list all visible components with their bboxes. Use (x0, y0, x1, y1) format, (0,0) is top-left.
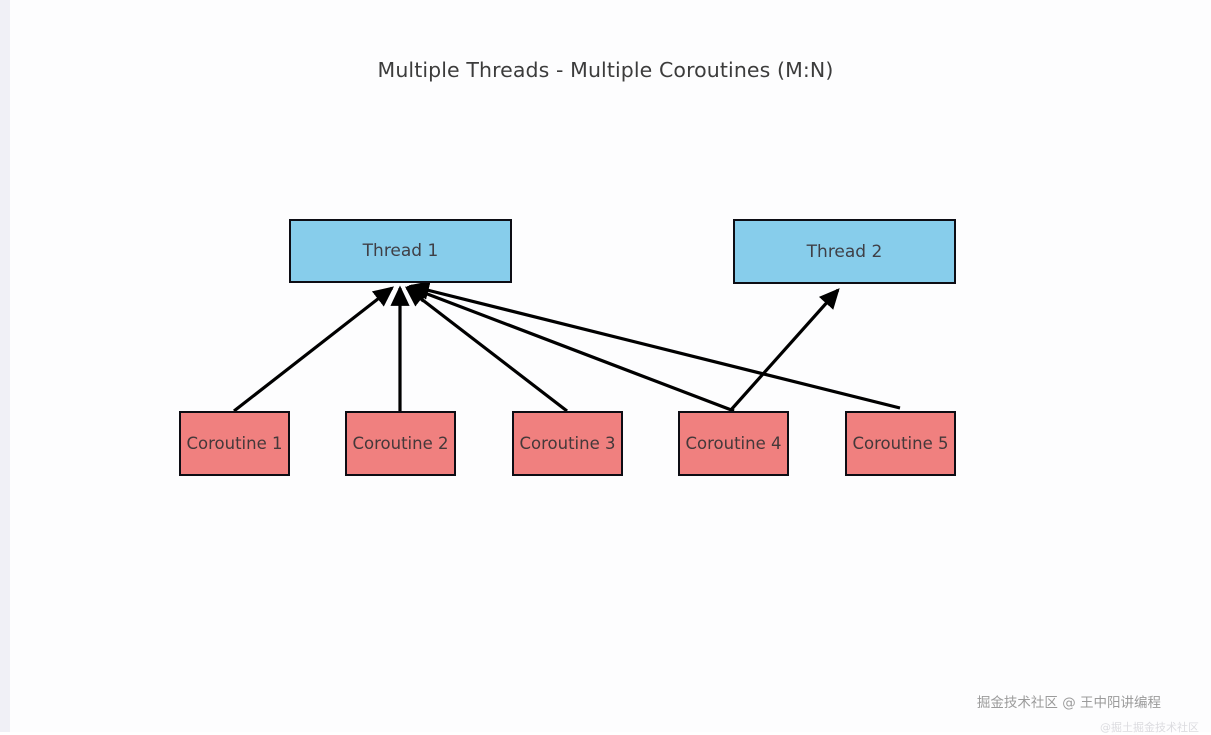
edge-coroutine-1-to-thread-1 (233, 286, 395, 413)
node-coroutine-1[interactable]: Coroutine 1 (179, 411, 290, 476)
node-coroutine-3[interactable]: Coroutine 3 (512, 411, 623, 476)
node-thread-2[interactable]: Thread 2 (733, 219, 956, 284)
node-coroutine-5-label: Coroutine 5 (852, 434, 949, 453)
node-coroutine-4-label: Coroutine 4 (685, 434, 782, 453)
node-coroutine-5[interactable]: Coroutine 5 (845, 411, 956, 476)
watermark-primary: 掘金技术社区 @ 王中阳讲编程 (976, 695, 1161, 711)
node-coroutine-2[interactable]: Coroutine 2 (345, 411, 456, 476)
node-coroutine-4[interactable]: Coroutine 4 (678, 411, 789, 476)
node-coroutine-3-label: Coroutine 3 (519, 434, 616, 453)
edge-coroutine-3-to-thread-1 (404, 286, 568, 413)
edge-coroutine-5-to-thread-1 (408, 281, 901, 410)
edge-coroutine-4-to-thread-1 (406, 284, 735, 413)
node-thread-2-label: Thread 2 (806, 241, 883, 262)
page-title: Multiple Threads - Multiple Coroutines (… (377, 58, 834, 82)
node-thread-1-label: Thread 1 (362, 241, 439, 261)
node-coroutine-1-label: Coroutine 1 (186, 434, 283, 453)
node-coroutine-2-label: Coroutine 2 (352, 434, 449, 453)
node-thread-1[interactable]: Thread 1 (289, 219, 512, 283)
edge-coroutine-4-to-thread-2 (728, 288, 840, 413)
edges-group (233, 281, 901, 413)
left-edge-strip (0, 0, 10, 732)
watermark-secondary: @掘土掘金技术社区 (1100, 721, 1199, 734)
